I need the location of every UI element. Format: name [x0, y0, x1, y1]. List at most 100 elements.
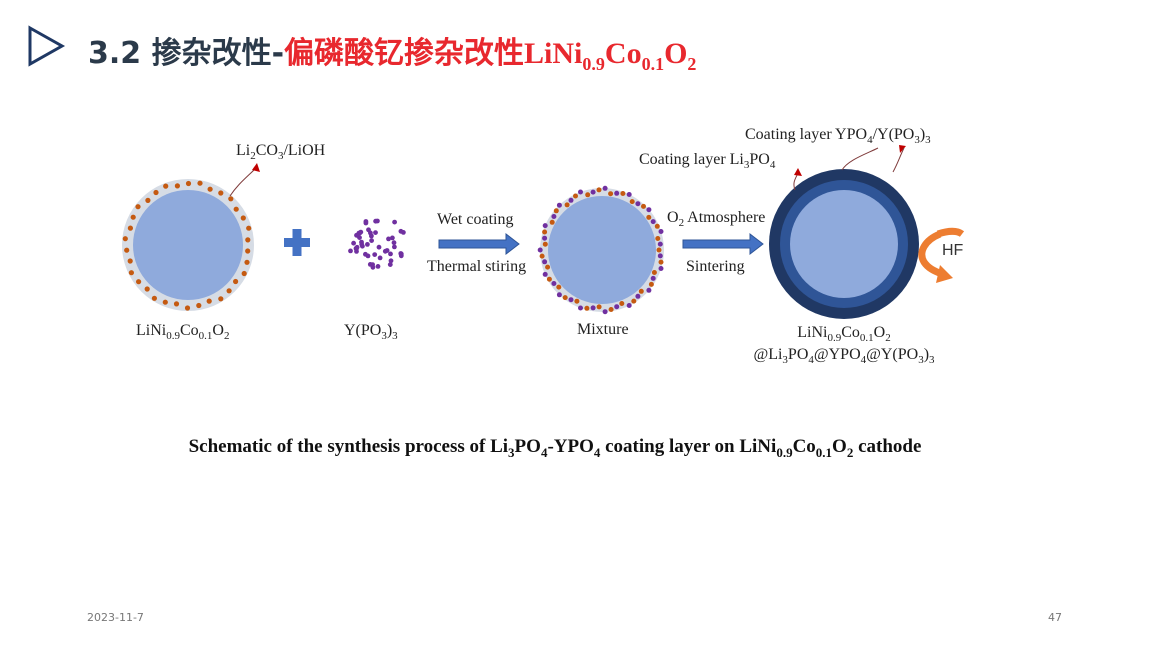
- li-salt-dot: [173, 301, 180, 307]
- mixture-dot: [608, 191, 614, 197]
- mixture-dot: [590, 189, 596, 195]
- ypo-dot: [398, 228, 404, 234]
- mixture-dot: [596, 304, 602, 310]
- mixture-dot: [657, 241, 663, 247]
- li-salt-dot: [163, 183, 169, 189]
- title-row: 3.2 掺杂改性-偏磷酸钇掺杂改性LiNi0.9Co0.1O2: [26, 22, 1126, 74]
- ypo-dot: [386, 236, 391, 242]
- mixture-dot: [629, 199, 635, 205]
- mixture-dot: [655, 236, 661, 241]
- mixture-dot: [614, 190, 620, 196]
- ypo-dot: [366, 227, 371, 233]
- li-salt-dot: [241, 270, 247, 277]
- mixture-dot: [638, 288, 644, 294]
- mixture-dot: [650, 219, 656, 225]
- mixture-dot: [578, 305, 583, 311]
- li-salt-dot: [151, 295, 157, 301]
- mixture-dot: [549, 219, 555, 225]
- ypo-dot: [373, 230, 378, 236]
- mixture-dot: [656, 247, 662, 253]
- mixture-dot: [658, 229, 664, 234]
- ypo-dot: [388, 251, 393, 257]
- slide-title: 3.2 掺杂改性-偏磷酸钇掺杂改性LiNi0.9Co0.1O2: [88, 28, 696, 75]
- li-salt-dot: [226, 288, 232, 294]
- mixture-dot: [631, 298, 637, 304]
- product-core: [790, 190, 898, 298]
- li-salt-dot: [218, 296, 224, 302]
- li-salt-dot: [207, 186, 213, 192]
- ypo-particle-cluster: [348, 218, 406, 270]
- mixture-dot: [562, 295, 568, 301]
- li-salt-dot: [206, 298, 212, 304]
- pointer-outer-line: [892, 147, 905, 173]
- pointer-outer: [841, 147, 879, 171]
- mixture-core: [548, 196, 656, 304]
- title-topic: 偏磷酸钇掺杂改性: [284, 36, 525, 71]
- mixture-dot: [568, 197, 574, 203]
- mixture-dot: [551, 281, 557, 286]
- li-salt-dot: [128, 270, 134, 276]
- li-salt-dot: [127, 225, 133, 231]
- li-salt-dot: [153, 189, 159, 196]
- mixture-dot: [626, 303, 632, 308]
- mixture-dot: [542, 271, 548, 277]
- ypo-dot: [369, 238, 374, 244]
- mixture-dot: [539, 253, 545, 259]
- li-salt-dot: [228, 196, 234, 202]
- footer-date: 2023-11-7: [87, 611, 144, 624]
- ypo-label: Y(PO3)3: [344, 322, 398, 343]
- ypo-dot: [377, 255, 383, 261]
- li-salt-dot: [218, 190, 224, 196]
- ypo-dot: [363, 219, 369, 224]
- step1-top-label: Wet coating: [437, 211, 514, 228]
- mixture-dot: [646, 207, 652, 213]
- mixture-dot: [635, 201, 641, 207]
- li-salt-dot: [144, 286, 150, 292]
- mixture-dot: [542, 235, 548, 241]
- mixture-dots: [537, 185, 664, 315]
- li-salt-dot: [197, 180, 203, 186]
- mixture-dot: [578, 189, 583, 195]
- li-salt-dot: [122, 236, 128, 242]
- li-salt-dot: [184, 305, 191, 311]
- mixture-dot: [568, 297, 574, 303]
- li-salt-dot: [145, 197, 151, 203]
- mixture-dot: [573, 193, 578, 199]
- mixture-dot: [542, 241, 548, 247]
- arrow-step2: [682, 232, 764, 256]
- ypo-dot: [375, 264, 381, 269]
- pointer-precursor-head: [252, 163, 260, 172]
- cathode-core: [133, 190, 243, 300]
- coating-outer-label: Coating layer YPO4/Y(PO3)3: [745, 126, 931, 147]
- mixture-dot: [619, 301, 625, 306]
- ypo-dot: [357, 235, 362, 241]
- mixture-dot: [596, 187, 602, 193]
- mixture-dot: [657, 253, 663, 259]
- ypo-dot: [373, 218, 378, 224]
- mixture-dot: [614, 304, 620, 310]
- ypo-dot: [348, 248, 353, 254]
- pointer-precursor: [229, 167, 257, 197]
- li-salt-dot: [124, 247, 130, 253]
- arrow-step1: [438, 232, 520, 256]
- mixture-dot: [648, 281, 654, 287]
- mixture-dot: [602, 309, 608, 315]
- li-salt-dot: [246, 225, 252, 231]
- mixture-dot: [635, 293, 641, 299]
- precursor-label: Li2CO3/LiOH: [236, 142, 326, 163]
- mixture-dot: [537, 247, 543, 253]
- play-triangle-icon: [28, 25, 66, 67]
- ypo-dot: [398, 253, 404, 259]
- step2-top-label: O2 Atmosphere: [667, 209, 766, 230]
- ypo-dot: [370, 264, 376, 270]
- ypo-dot: [391, 240, 397, 246]
- mixture-dot: [551, 214, 557, 219]
- ypo-dot: [388, 258, 394, 264]
- ypo-dot: [376, 244, 382, 250]
- mixture-dot: [545, 264, 551, 270]
- mixture-dot: [658, 259, 664, 265]
- mixture-dot: [546, 276, 552, 282]
- coating-inner-label: Coating layer Li3PO4: [639, 151, 776, 172]
- li-salt-dot: [244, 259, 250, 265]
